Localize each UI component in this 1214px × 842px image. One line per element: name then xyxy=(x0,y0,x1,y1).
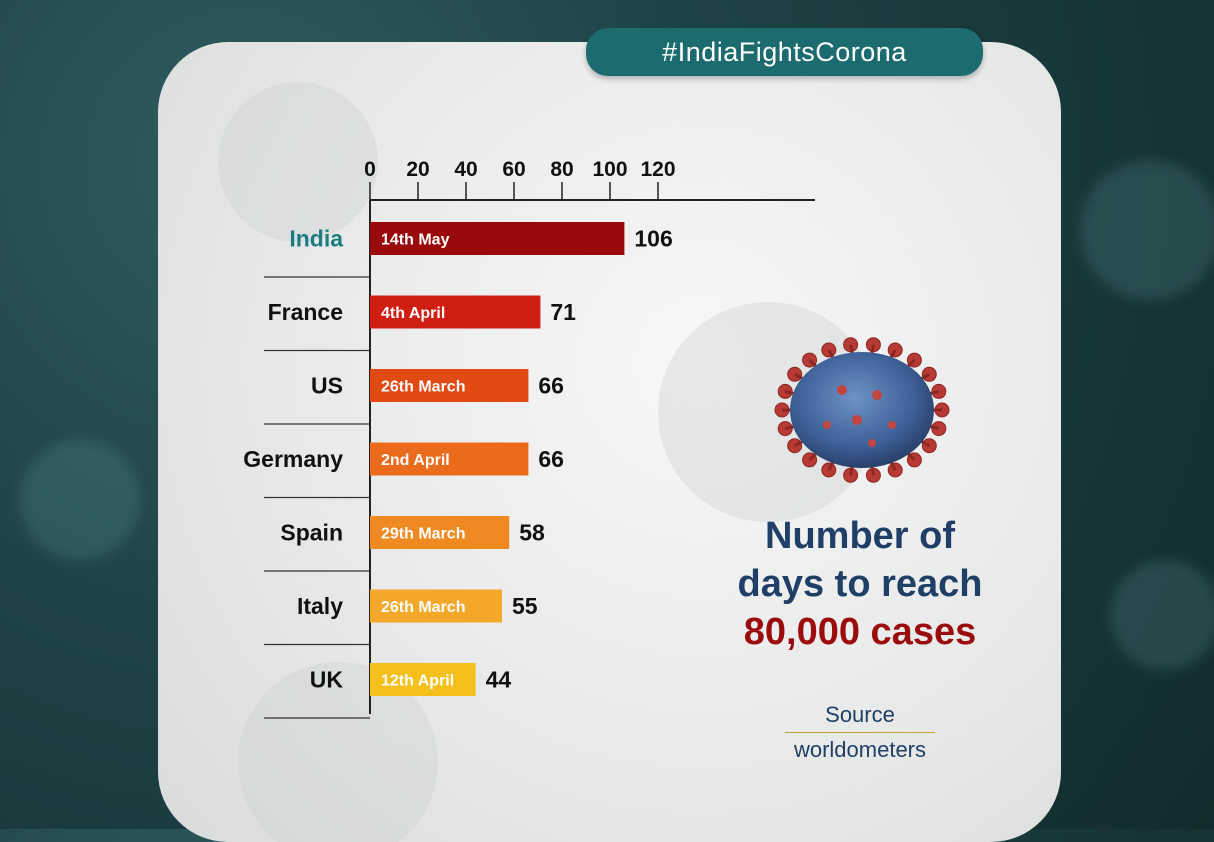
bar-date-label: 26th March xyxy=(381,599,465,616)
background-virus-blob xyxy=(20,440,140,560)
x-tick-label: 20 xyxy=(406,158,429,181)
category-label: Spain xyxy=(280,520,343,546)
x-tick-label: 40 xyxy=(454,158,477,181)
bar xyxy=(370,295,541,329)
bar-date-label: 14th May xyxy=(381,232,450,249)
x-tick-label: 80 xyxy=(550,158,573,181)
bar-date-label: 26th March xyxy=(381,379,465,396)
category-label: Italy xyxy=(297,593,343,619)
value-label: 106 xyxy=(634,226,672,252)
x-tick-label: 100 xyxy=(592,158,627,181)
source-label: Source xyxy=(825,702,895,727)
bar xyxy=(370,589,502,623)
category-label: US xyxy=(311,373,343,399)
coronavirus-icon xyxy=(774,337,950,483)
x-tick-label: 60 xyxy=(502,158,525,181)
bar xyxy=(370,442,529,476)
bar xyxy=(370,516,510,549)
bar-date-label: 12th April xyxy=(381,673,454,690)
value-label: 44 xyxy=(486,667,512,693)
source-value: worldometers xyxy=(793,737,927,762)
value-label: 66 xyxy=(538,373,564,399)
x-tick-label: 120 xyxy=(640,158,675,181)
value-label: 71 xyxy=(550,299,576,325)
bar-date-label: 2nd April xyxy=(381,452,450,469)
category-label: UK xyxy=(310,667,344,693)
heading-line-2: days to reach xyxy=(737,563,983,605)
heading-line-1: Number of xyxy=(765,515,955,557)
category-label: France xyxy=(268,299,343,325)
value-label: 66 xyxy=(538,446,564,472)
value-label: 55 xyxy=(512,593,538,619)
bar xyxy=(370,369,529,402)
category-label: India xyxy=(289,226,343,252)
x-tick-label: 0 xyxy=(364,158,376,181)
source-divider xyxy=(785,732,935,733)
value-label: 58 xyxy=(519,520,545,546)
bar xyxy=(370,222,625,255)
background-virus-blob xyxy=(1110,560,1214,670)
bar xyxy=(370,663,476,696)
background-virus-blob xyxy=(1080,160,1214,300)
bar-date-label: 29th March xyxy=(381,526,465,543)
card-background-virus xyxy=(218,82,378,242)
source-credit: Source worldometers xyxy=(745,702,975,763)
bar-date-label: 4th April xyxy=(381,305,445,322)
chart-heading: Number of days to reach 80,000 cases xyxy=(660,512,1060,656)
hashtag-banner: #IndiaFightsCorona xyxy=(586,28,983,76)
heading-line-3: 80,000 cases xyxy=(743,611,977,653)
category-label: Germany xyxy=(243,446,343,472)
